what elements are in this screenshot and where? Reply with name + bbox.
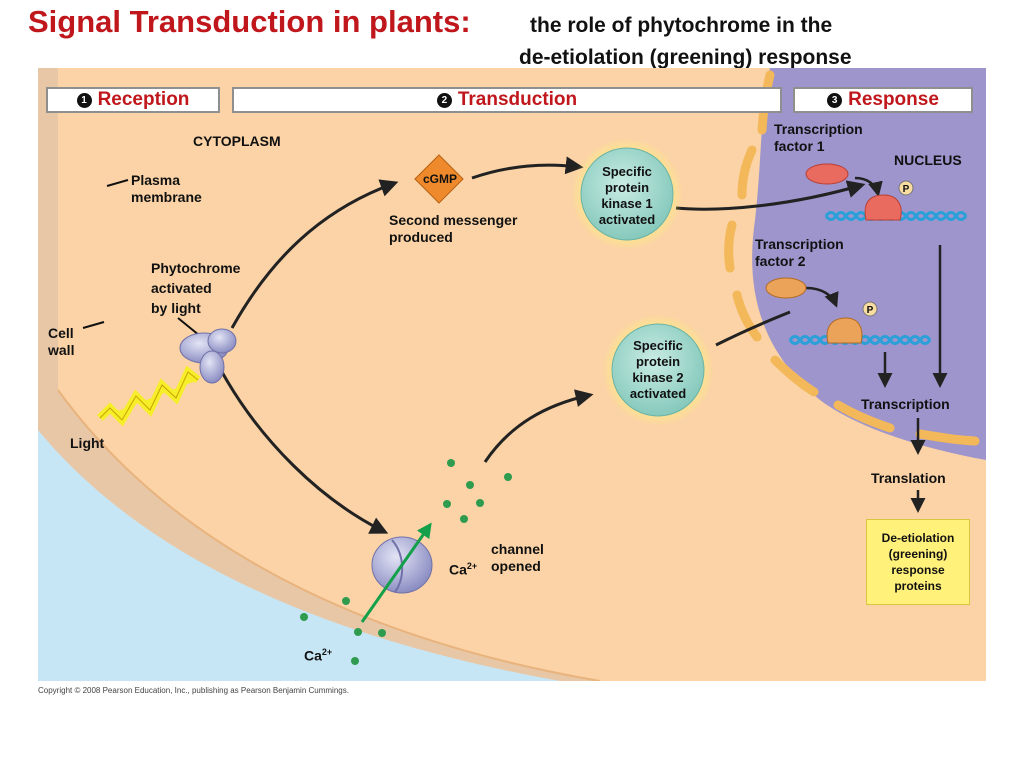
second-messenger-label: Second messenger produced <box>389 212 518 245</box>
tf2-free <box>765 277 807 299</box>
nucleus-label: NUCLEUS <box>894 152 962 168</box>
stage-response-box: 3 Response <box>793 87 973 113</box>
slide-subtitle-line-1: the role of phytochrome in the <box>530 14 833 37</box>
ca-channel-label: Ca2+ <box>449 541 477 579</box>
phosphate-label-2: P <box>867 305 874 316</box>
kinase2-circle <box>611 323 705 417</box>
kinase1-label: Specific protein kinase 1 activated <box>598 164 656 227</box>
light-label: Light <box>70 435 105 451</box>
plasma-membrane-pointer <box>106 179 129 187</box>
plasma-membrane <box>57 389 601 681</box>
light-bolt-outline <box>99 371 199 421</box>
arrow-ca-to-kinase2 <box>483 389 594 463</box>
tf1-free <box>805 163 849 185</box>
cgmp-diamond <box>414 154 464 204</box>
plasma-membrane-label: Plasma membrane <box>131 172 202 205</box>
transcription-label: Transcription <box>861 396 950 412</box>
cgmp-label: cGMP <box>422 172 457 186</box>
stage-1-label: Reception <box>97 89 190 110</box>
ca-channel-charge: 2+ <box>466 561 478 571</box>
nucleus <box>752 68 986 460</box>
phytochrome-label: Phytochrome activated by light <box>151 260 241 316</box>
nuclear-envelope <box>724 70 980 446</box>
ca-ion-label: Ca2+ <box>304 627 332 665</box>
arrow-kinase1-to-tf1 <box>675 180 866 211</box>
arrow-tf2-binding <box>805 286 839 308</box>
tf2-label: Transcription factor 2 <box>755 236 844 269</box>
ca-influx-arrow <box>360 522 432 623</box>
phosphate-badge-1 <box>898 180 914 196</box>
arrow-cgmp-to-kinase1 <box>471 156 584 180</box>
arrow-kinase2-to-tf2 <box>715 310 791 347</box>
calcium-ions <box>300 459 512 665</box>
stage-1-number: 1 <box>76 92 92 108</box>
stage-reception-box: 1 Reception <box>46 87 220 113</box>
slide-title: Signal Transduction in plants: <box>28 4 471 39</box>
cell-wall-label: Cell wall <box>48 325 75 358</box>
phytochrome-protein <box>179 328 237 384</box>
cell-panel <box>38 68 986 681</box>
tf1-label: Transcription factor 1 <box>774 121 863 154</box>
pathway-arrows <box>220 156 948 534</box>
tf2-bound <box>826 317 863 344</box>
cell-wall-pointer <box>82 321 105 329</box>
kinase1-circle <box>580 147 674 241</box>
cytoplasm-label: CYTOPLASM <box>193 133 281 149</box>
ca-ion-symbol: Ca <box>304 647 322 664</box>
slide-subtitle-line-2: de-etiolation (greening) response <box>519 46 852 69</box>
stage-2-number: 2 <box>436 92 452 108</box>
ca-channel-opened-label: channel opened <box>491 541 544 574</box>
ca-channel-ion: Ca <box>449 561 467 578</box>
stage-3-number: 3 <box>827 92 843 108</box>
response-proteins-box: De-etiolation (greening) response protei… <box>866 519 970 605</box>
phosphate-badge-2 <box>862 301 878 317</box>
translation-label: Translation <box>871 470 946 486</box>
ca-ion-charge: 2+ <box>321 647 333 657</box>
copyright-notice: Copyright © 2008 Pearson Education, Inc.… <box>38 686 349 695</box>
arrow-phytochrome-to-cgmp <box>230 179 399 329</box>
arrow-phytochrome-to-ca-channel <box>220 371 389 534</box>
stage-2-label: Transduction <box>457 89 578 110</box>
arrow-tf1-binding <box>854 176 883 197</box>
stage-3-label: Response <box>848 89 939 110</box>
kinase2-label: Specific protein kinase 2 activated <box>629 338 687 401</box>
cytoplasm <box>58 68 986 681</box>
phosphate-label-1: P <box>903 184 910 195</box>
tf1-bound <box>864 194 902 221</box>
stage-transduction-box: 2 Transduction <box>232 87 782 113</box>
